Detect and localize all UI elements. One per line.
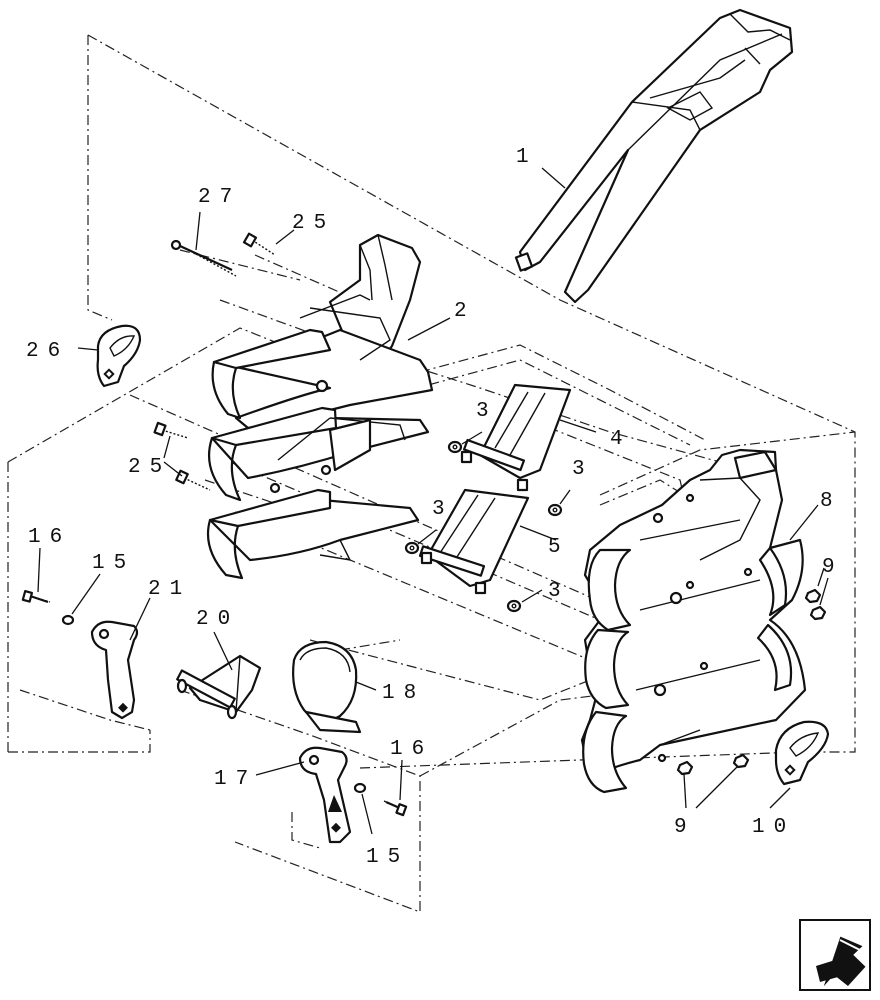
part-18-band-clamp: [292, 640, 362, 734]
callout-5: 5: [548, 536, 570, 559]
callout-25: 25: [128, 456, 171, 479]
callout-15: 15: [92, 552, 135, 575]
back-arrow-button[interactable]: [799, 919, 875, 995]
part-25-bolts: [153, 232, 276, 491]
callout-4: 4: [610, 428, 632, 451]
part-17-arm: [298, 746, 352, 844]
callout-20: 20: [196, 608, 239, 631]
part-26-lock-bracket: [96, 324, 142, 388]
callout-1: 1: [516, 146, 538, 169]
back-arrow-icon: [816, 936, 866, 987]
part-16-bolts: [21, 590, 408, 817]
part-3-washers: [404, 440, 563, 613]
callout-16: 16: [28, 526, 71, 549]
part-2-tube-housing: [206, 233, 434, 580]
part-27-rod: [170, 239, 237, 277]
callout-15: 15: [366, 846, 409, 869]
callout-17: 17: [214, 768, 257, 791]
callout-8: 8: [820, 490, 842, 513]
callout-21: 21: [148, 578, 191, 601]
callout-27: 27: [198, 186, 241, 209]
part-15-washers: [61, 614, 367, 794]
callout-2: 2: [454, 300, 476, 323]
callout-3: 3: [572, 458, 594, 481]
callout-3: 3: [548, 580, 570, 603]
callout-18: 18: [382, 682, 425, 705]
callout-labels: 1 2 3 4 3 3 5 3 8 9 9 10 26 27 25 25 16 …: [26, 146, 844, 869]
part-8-tube-housing: [580, 448, 807, 794]
callout-26: 26: [26, 340, 69, 363]
part-20-bracket: [176, 654, 262, 720]
callout-9: 9: [674, 816, 696, 839]
part-4-shutter: [460, 383, 572, 492]
leader-lines: [37, 167, 829, 835]
part-1-handle: [514, 8, 794, 304]
callout-16: 16: [390, 738, 433, 761]
part-9-nuts: [676, 588, 827, 776]
callout-25: 25: [292, 212, 335, 235]
callout-3: 3: [432, 498, 454, 521]
callout-9: 9: [822, 556, 844, 579]
callout-3: 3: [476, 400, 498, 423]
part-21-arm: [90, 620, 139, 720]
part-5-shutter: [418, 488, 530, 595]
part-10-lock-bracket: [774, 720, 830, 786]
callout-10: 10: [752, 816, 795, 839]
